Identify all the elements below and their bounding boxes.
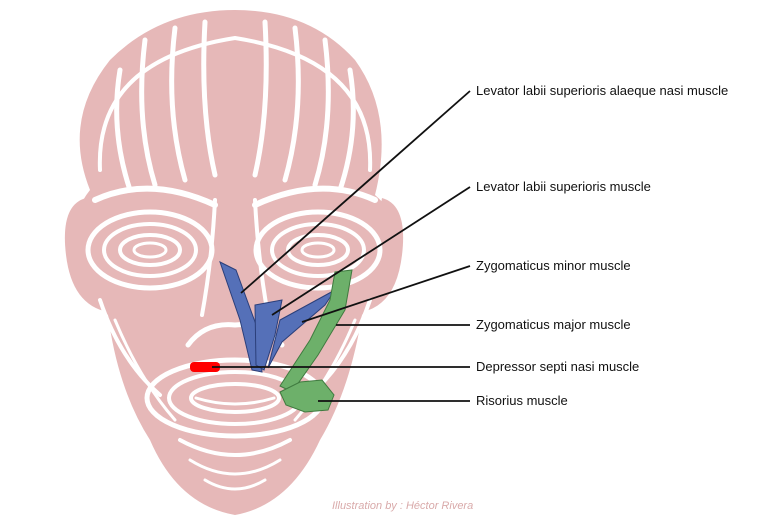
label-zygomaticus-minor: Zygomaticus minor muscle <box>476 258 631 273</box>
label-levator-superioris: Levator labii superioris muscle <box>476 179 651 194</box>
label-zygomaticus-major: Zygomaticus major muscle <box>476 317 631 332</box>
label-levator-alaeque: Levator labii superioris alaeque nasi mu… <box>476 83 728 98</box>
label-risorius: Risorius muscle <box>476 393 568 408</box>
label-depressor-septi: Depressor septi nasi muscle <box>476 359 639 374</box>
illustration-credit: Illustration by : Héctor Rivera <box>332 500 473 512</box>
